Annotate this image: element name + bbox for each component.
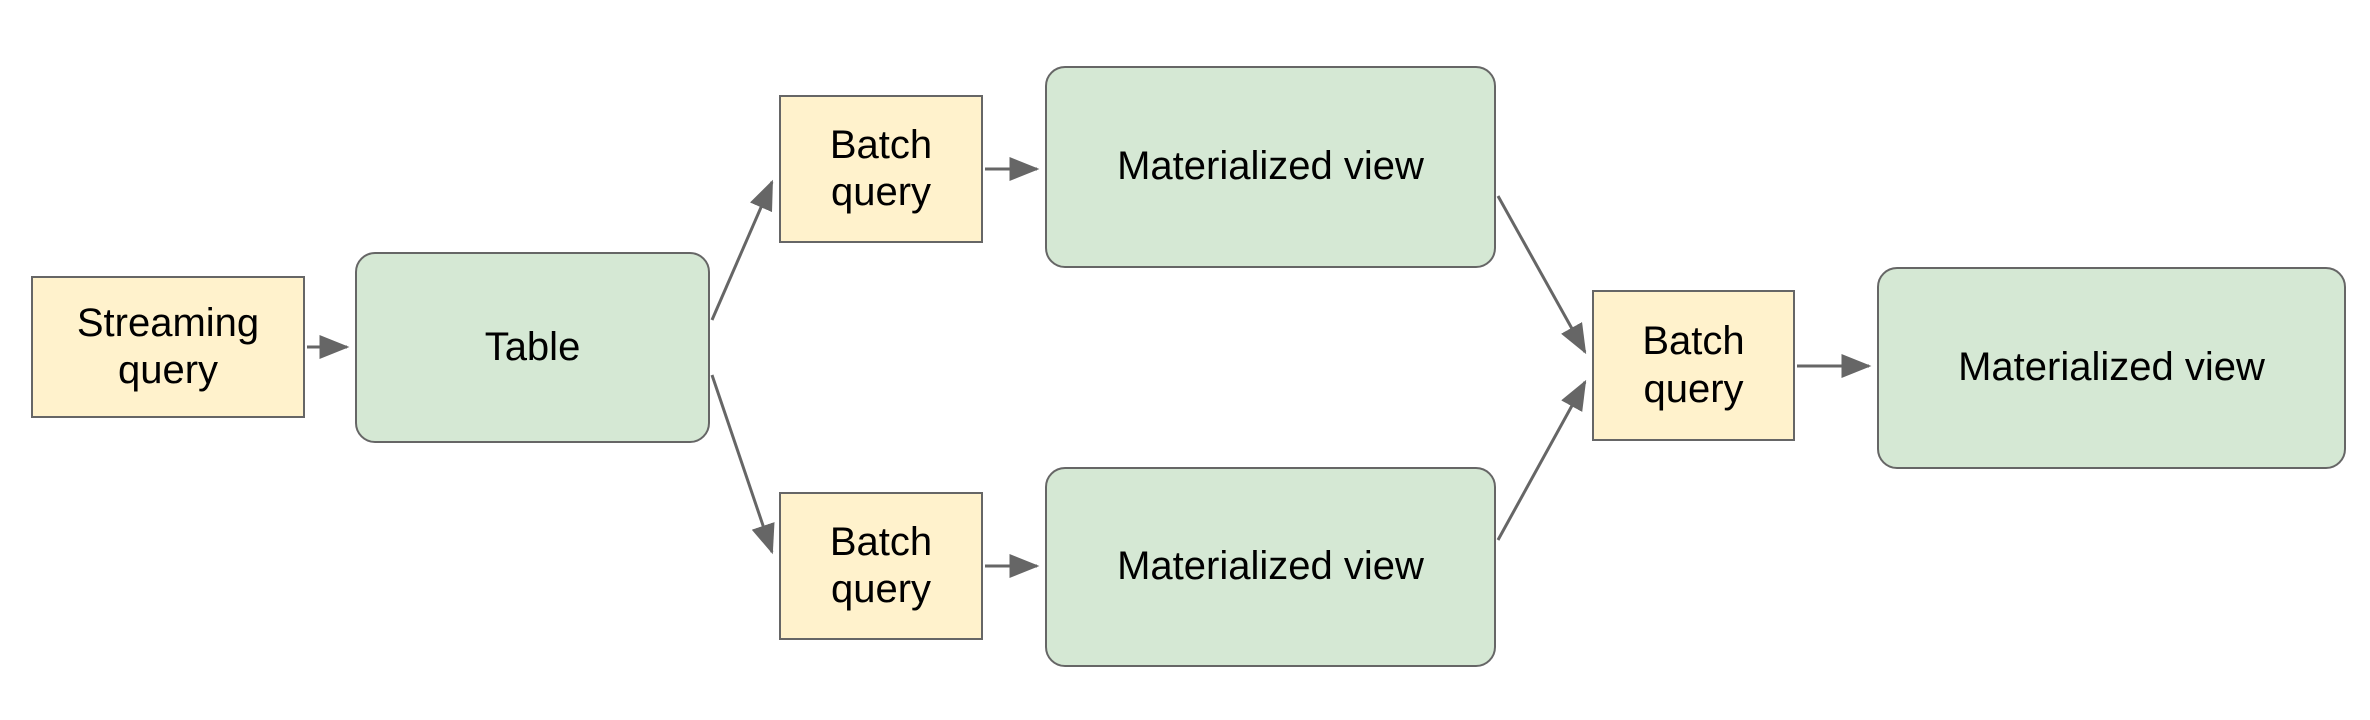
node-batch-query-right-label: Batch query <box>1642 319 1745 411</box>
node-materialized-view-bottom[interactable]: Materialized view <box>1045 467 1496 667</box>
node-materialized-view-top-label: Materialized view <box>1117 144 1424 189</box>
node-table-label: Table <box>484 324 581 369</box>
node-batch-query-top[interactable]: Batch query <box>779 95 983 243</box>
edge-materialized-view-top-to-batch-query-right <box>1496 195 1587 355</box>
node-batch-query-bottom-label: Batch query <box>829 519 933 611</box>
node-batch-query-top-label: Batch query <box>829 122 933 214</box>
node-materialized-view-bottom-label: Materialized view <box>1117 544 1424 589</box>
node-materialized-view-right-label: Materialized view <box>1958 345 2265 390</box>
node-batch-query-bottom[interactable]: Batch query <box>779 492 983 640</box>
node-batch-query-right[interactable]: Batch query <box>1592 290 1795 441</box>
node-streaming-query[interactable]: Streaming query <box>31 276 305 418</box>
edge-table-to-batch-query-bottom <box>710 374 775 555</box>
node-materialized-view-top[interactable]: Materialized view <box>1045 66 1496 268</box>
node-table[interactable]: Table <box>355 252 710 443</box>
node-streaming-query-label: Streaming query <box>76 300 260 392</box>
node-materialized-view-right[interactable]: Materialized view <box>1877 267 2346 469</box>
edge-materialized-view-bottom-to-batch-query-right <box>1496 379 1587 541</box>
edge-table-to-batch-query-top <box>710 179 774 321</box>
